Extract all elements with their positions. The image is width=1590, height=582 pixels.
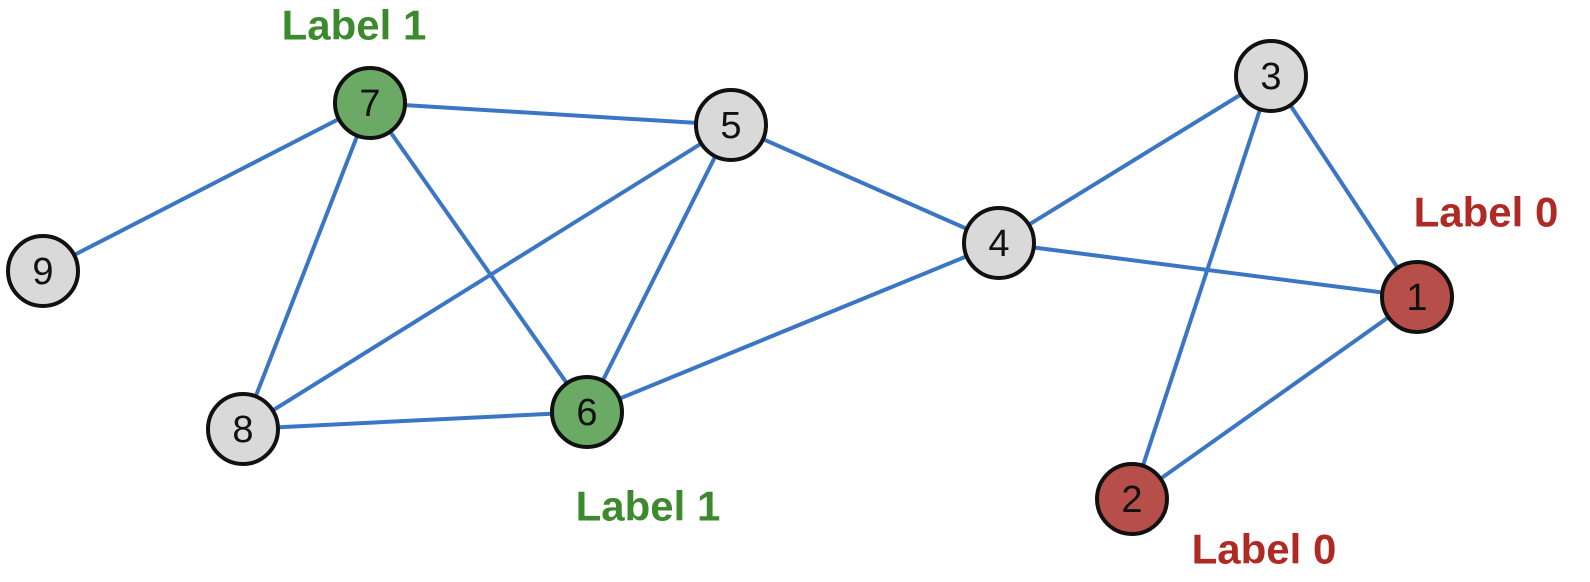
edge-7-5 xyxy=(368,101,733,127)
node-4-label: 4 xyxy=(988,223,1009,265)
edge-5-8 xyxy=(241,123,733,431)
edge-3-2 xyxy=(1130,74,1273,501)
node-3: 3 xyxy=(1234,39,1308,113)
node-1: 1 xyxy=(1380,260,1454,334)
node-3-circle xyxy=(1234,39,1308,113)
node-4: 4 xyxy=(962,206,1036,280)
node-1-circle xyxy=(1380,260,1454,334)
edge-7-8 xyxy=(241,101,372,431)
node-2-circle xyxy=(1095,462,1169,536)
node-6-label: 6 xyxy=(576,392,597,434)
node-9: 9 xyxy=(6,234,80,308)
node-9-label: 9 xyxy=(32,251,53,293)
edge-1-2 xyxy=(1130,295,1419,501)
edge-5-4 xyxy=(729,123,1001,245)
node-7-circle xyxy=(333,66,407,140)
nodes-layer: 1 2 3 4 5 6 7 8 9 xyxy=(6,39,1454,536)
node-8-label: 8 xyxy=(232,409,253,451)
node-8: 8 xyxy=(206,392,280,466)
edge-7-6 xyxy=(368,101,589,414)
node-3-label: 3 xyxy=(1260,56,1281,98)
edge-4-3 xyxy=(997,74,1273,245)
class-label-6: Label 1 xyxy=(576,483,721,530)
node-7-label: 7 xyxy=(359,83,380,125)
node-8-circle xyxy=(206,392,280,466)
edges-layer xyxy=(41,74,1419,501)
node-6: 6 xyxy=(550,375,624,449)
class-label-1: Label 0 xyxy=(1414,189,1559,236)
node-5-label: 5 xyxy=(720,105,741,147)
edge-9-7 xyxy=(41,101,372,273)
node-6-circle xyxy=(550,375,624,449)
edge-8-6 xyxy=(241,410,589,431)
node-2-label: 2 xyxy=(1121,479,1142,521)
class-label-2: Label 0 xyxy=(1192,526,1337,573)
class-labels-layer: Label 1 Label 1 Label 0 Label 0 xyxy=(282,2,1559,573)
node-2: 2 xyxy=(1095,462,1169,536)
edge-5-6 xyxy=(585,123,733,414)
node-5: 5 xyxy=(694,88,768,162)
node-9-circle xyxy=(6,234,80,308)
class-label-7: Label 1 xyxy=(282,2,427,49)
edge-3-1 xyxy=(1269,74,1419,299)
node-5-circle xyxy=(694,88,768,162)
node-1-label: 1 xyxy=(1406,277,1427,319)
node-4-circle xyxy=(962,206,1036,280)
edge-6-4 xyxy=(585,241,1001,414)
node-7: 7 xyxy=(333,66,407,140)
